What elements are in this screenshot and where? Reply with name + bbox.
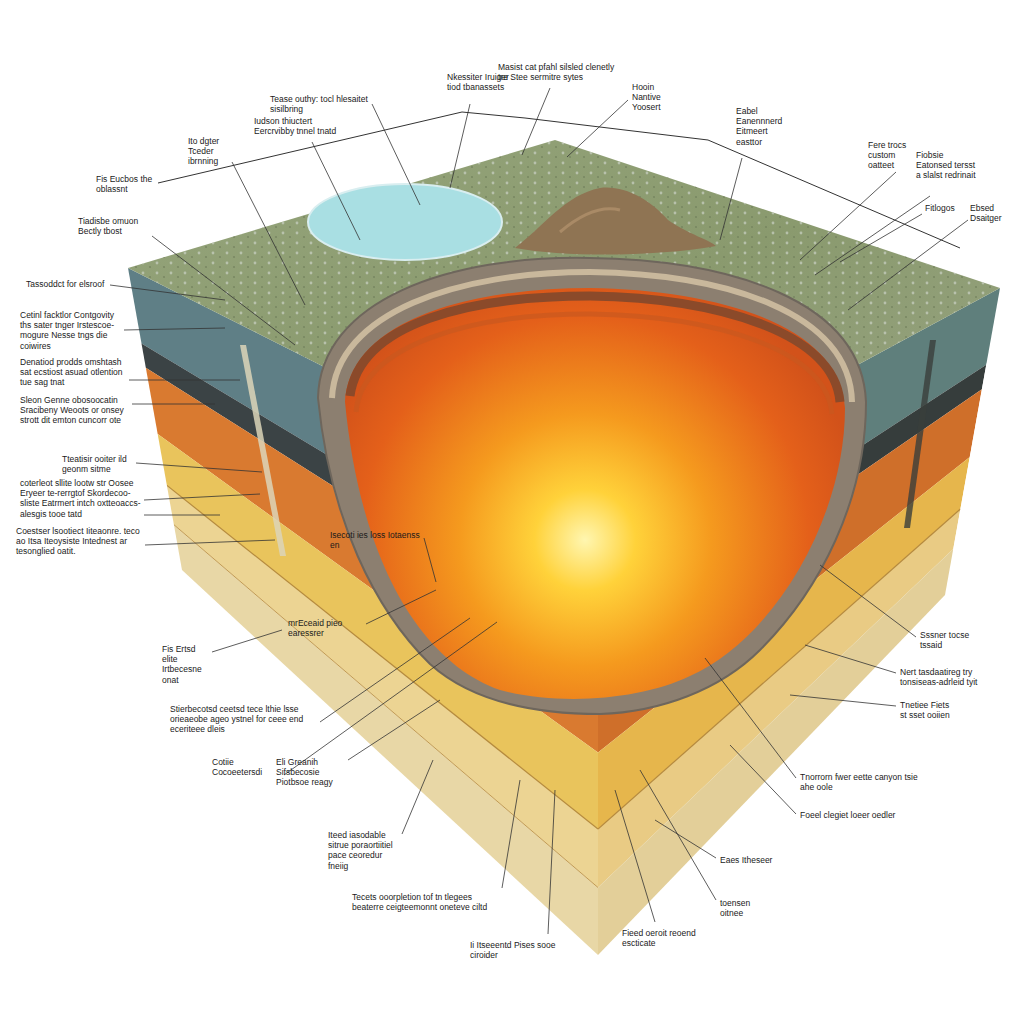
crater-inner-band <box>356 314 832 414</box>
mound-shading <box>560 209 620 232</box>
leader-line <box>805 645 896 673</box>
callout-label: Hooin Nantive Yoosert <box>632 82 684 113</box>
crack <box>904 340 936 528</box>
callout-label: Ito dgter Tceder ibrnning <box>188 136 240 167</box>
callout-label: Tiadisbe omuon Bectly tbost <box>78 216 152 236</box>
callout-label: Eabel Eanennnerd Eitmeert easttor <box>736 106 792 147</box>
leader-line <box>348 700 440 760</box>
leader-line <box>129 380 240 381</box>
leader-line <box>815 196 930 275</box>
leader-line <box>522 88 550 155</box>
callout-label: Fitlogos <box>925 203 965 213</box>
leader-line <box>548 790 555 934</box>
callout-label: Isecoti ies loss Iotaenss en <box>330 530 422 550</box>
callout-label: Cotiie Cocoeetersdi <box>212 757 282 777</box>
pond <box>308 184 502 260</box>
leader-line <box>730 745 796 814</box>
leader-line <box>640 770 716 900</box>
outline-line <box>158 112 960 248</box>
callout-label: Tnetiee Fiets st sset ooiien <box>900 700 952 720</box>
leader-line <box>790 695 896 706</box>
leader-line <box>132 404 215 405</box>
callout-label: Iudson thiuctert Eercrvibby tnnel tnatd <box>254 116 342 136</box>
callout-label: Coestser lsootiect Iiteaonre. teco ao It… <box>16 526 143 557</box>
callout-label: Fis Eucbos the oblassnt <box>96 174 156 194</box>
leader-line <box>320 618 470 722</box>
callout-label: Ii Itseeentd Pises sooe ciroider <box>470 940 582 960</box>
callout-label: Eli Greanih Sifsbecosie Piotbsoe reagy <box>276 757 346 788</box>
leader-line <box>840 214 922 262</box>
leader-line <box>136 463 262 472</box>
leader-line <box>655 820 716 858</box>
callout-label: Ebsed Dsaitger <box>970 203 1018 223</box>
callout-label: Fiobsie Eatonsed tersst a slalst redrina… <box>916 150 978 181</box>
callout-label: Tteatisir ooiter ild geonm sitme <box>62 454 134 474</box>
callout-label: Stierbecotsd ceetsd tece lthie lsse orie… <box>170 704 316 735</box>
callout-label: coterleot sllite lootw str Oosee Eryeer … <box>20 478 142 519</box>
leader-line <box>502 780 520 888</box>
callout-label: Fieed oeroit reoend escticate <box>622 928 722 948</box>
callout-label: Foeel clegiet loeer oedler <box>800 810 912 820</box>
callout-label: Tecets ooorpletion tof tn tlegees beater… <box>352 892 502 912</box>
leader-line <box>402 760 433 834</box>
crater-bowl <box>345 288 845 699</box>
callout-label: Tease outhy: tocl hlesaitet sisilbring <box>270 94 370 114</box>
callout-label: Cetinl facktlor Contgovity ths sater tng… <box>20 310 122 351</box>
leader-line <box>424 538 436 582</box>
leader-line <box>110 285 225 300</box>
leader-line <box>567 100 628 157</box>
leader-line <box>615 790 655 922</box>
leader-line <box>848 220 968 310</box>
callout-label: Tassoddct for elsroof <box>26 279 108 289</box>
crack <box>240 345 286 556</box>
leader-line <box>705 658 796 778</box>
leader-line <box>212 630 282 652</box>
callout-label: mrEceaid pieo earessrer <box>288 618 364 638</box>
callout-label: Masist cat pfahl silsled clenetly tre St… <box>498 62 616 82</box>
leader-line <box>366 590 436 624</box>
leader-line <box>450 104 470 188</box>
leader-line <box>284 622 497 775</box>
callout-label: Iteed iasodable sitrue poraortiitiel pac… <box>328 830 400 871</box>
callout-label: Fere trocs custom oatteet <box>868 140 912 171</box>
leader-line <box>800 172 896 260</box>
leader-line <box>372 104 420 205</box>
callout-label: Denatiod prodds omshtash sat ecstiost as… <box>20 357 127 388</box>
callout-label: toensen oitnee <box>720 898 770 918</box>
callout-label: Tnorrorn fwer eette canyon tsie ahe oole <box>800 772 922 792</box>
callout-label: Nert tasdaatireg try tonsiseas-adrleid t… <box>900 667 992 687</box>
callout-label: Fis Ertsd elite Irtbecesne onat <box>162 644 212 685</box>
leader-line <box>312 142 360 240</box>
leader-lines <box>110 88 968 934</box>
leader-line <box>144 515 220 516</box>
callout-label: Eaes Itheseer <box>720 855 774 865</box>
spoil-mound <box>515 188 716 255</box>
crater-rim <box>318 258 866 714</box>
leader-line <box>145 540 275 545</box>
leader-line <box>720 158 742 240</box>
leader-line <box>144 494 260 500</box>
leader-line <box>124 328 225 330</box>
leader-line <box>820 565 916 637</box>
leader-line <box>232 162 305 305</box>
callout-label: Sleon Genne obosoocatin Sracibeny Weoots… <box>20 395 130 426</box>
callout-label: Sssner tocse tssaid <box>920 630 982 650</box>
